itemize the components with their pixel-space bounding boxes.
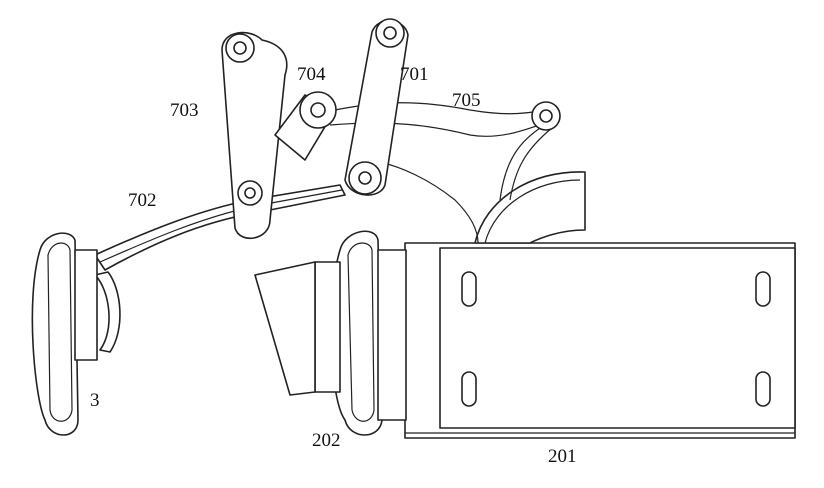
link-704 bbox=[274, 91, 337, 161]
pad-3 bbox=[31, 232, 98, 436]
label-201: 201 bbox=[548, 446, 577, 467]
link-703 bbox=[221, 31, 288, 240]
curved-bracket bbox=[474, 171, 586, 244]
label-703: 703 bbox=[170, 100, 199, 121]
label-702: 702 bbox=[128, 190, 157, 211]
label-3: 3 bbox=[90, 390, 100, 411]
label-202: 202 bbox=[312, 430, 341, 451]
base-block-201 bbox=[404, 242, 796, 439]
link-702 bbox=[94, 184, 346, 353]
pad-202 bbox=[254, 230, 407, 436]
label-704: 704 bbox=[297, 64, 326, 85]
label-705: 705 bbox=[452, 90, 481, 111]
link-701 bbox=[344, 18, 409, 196]
label-701: 701 bbox=[400, 64, 429, 85]
